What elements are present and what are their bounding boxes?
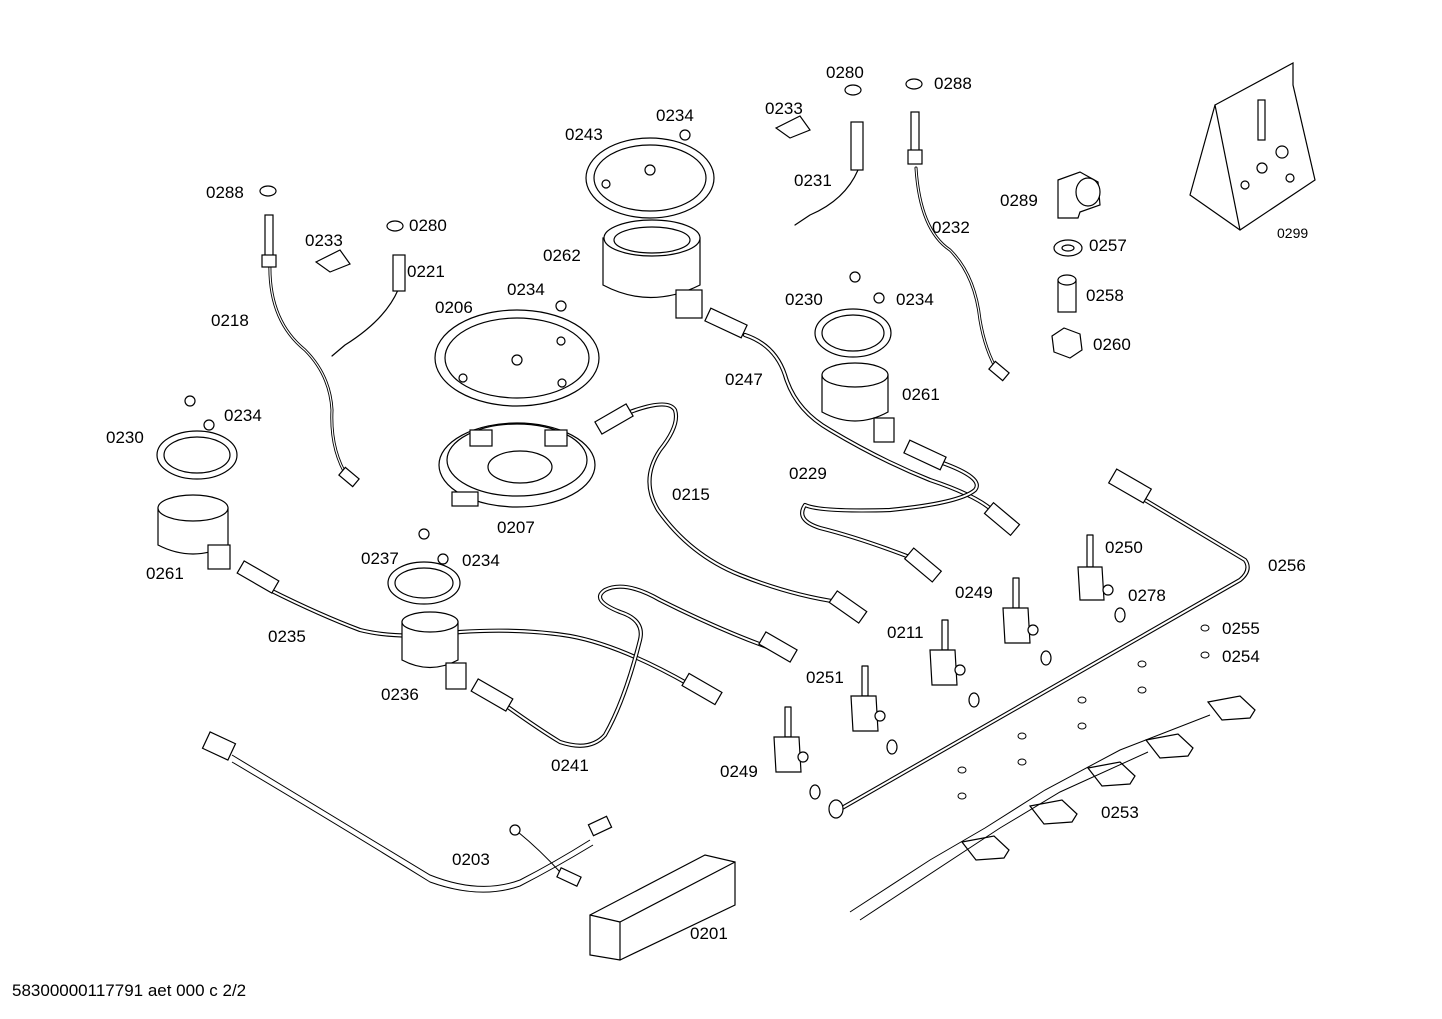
label-0288-left: 0288 bbox=[206, 183, 244, 202]
burner-bodies bbox=[157, 219, 895, 690]
thermocouples bbox=[261, 111, 1010, 488]
label-0257: 0257 bbox=[1089, 236, 1127, 255]
label-0234-low: 0234 bbox=[462, 551, 500, 570]
label-0229: 0229 bbox=[789, 464, 827, 483]
label-0234-left: 0234 bbox=[224, 406, 262, 425]
label-0247: 0247 bbox=[725, 370, 763, 389]
gas-pipes bbox=[267, 332, 1250, 815]
valve-0211 bbox=[929, 619, 966, 686]
small-hardware bbox=[184, 78, 923, 565]
label-0260: 0260 bbox=[1093, 335, 1131, 354]
label-0232: 0232 bbox=[932, 218, 970, 237]
valve-0249-left bbox=[773, 706, 809, 773]
ignition-module-0253 bbox=[849, 624, 1256, 921]
label-0243: 0243 bbox=[565, 125, 603, 144]
label-0230-left: 0230 bbox=[106, 428, 144, 447]
label-0230-right: 0230 bbox=[785, 290, 823, 309]
drawing-number: 58300000117791 aet 000 c 2/2 bbox=[12, 981, 247, 1000]
label-0206: 0206 bbox=[435, 298, 473, 317]
pipe-fittings bbox=[236, 307, 1153, 819]
label-0211: 0211 bbox=[887, 623, 924, 642]
label-0221: 0221 bbox=[407, 262, 445, 281]
label-0288-top: 0288 bbox=[934, 74, 972, 93]
label-0201: 0201 bbox=[690, 924, 728, 943]
label-0254: 0254 bbox=[1222, 647, 1260, 666]
label-0253: 0253 bbox=[1101, 803, 1139, 822]
label-0250: 0250 bbox=[1105, 538, 1143, 557]
label-0280-left: 0280 bbox=[409, 216, 447, 235]
label-0289: 0289 bbox=[1000, 191, 1038, 210]
label-0235: 0235 bbox=[268, 627, 306, 646]
label-0207: 0207 bbox=[497, 518, 535, 537]
wiring-harness-0203 bbox=[201, 731, 613, 893]
label-0237: 0237 bbox=[361, 549, 399, 568]
label-0236: 0236 bbox=[381, 685, 419, 704]
label-0258: 0258 bbox=[1086, 286, 1124, 305]
label-0234-mid: 0234 bbox=[507, 280, 545, 299]
label-0234-right: 0234 bbox=[896, 290, 934, 309]
thermocouple-wires bbox=[268, 166, 1000, 480]
label-0233-left: 0233 bbox=[305, 231, 343, 250]
label-0234-top: 0234 bbox=[656, 106, 694, 125]
gas-valves bbox=[773, 534, 1126, 800]
label-0251: 0251 bbox=[806, 668, 844, 687]
valve-0249-right bbox=[1002, 577, 1039, 644]
label-0299: 0299 bbox=[1277, 225, 1308, 241]
label-0231: 0231 bbox=[794, 171, 832, 190]
label-0261-right: 0261 bbox=[902, 385, 940, 404]
label-0280-top: 0280 bbox=[826, 63, 864, 82]
valve-0251 bbox=[850, 665, 886, 732]
label-0233-top: 0233 bbox=[765, 99, 803, 118]
label-0218: 0218 bbox=[211, 311, 249, 330]
label-0262: 0262 bbox=[543, 246, 581, 265]
inlet-fittings bbox=[1051, 171, 1101, 359]
label-0203: 0203 bbox=[452, 850, 490, 869]
valve-0250 bbox=[1077, 534, 1114, 601]
hardware-bag-0299 bbox=[1189, 61, 1316, 231]
part-labels: 0280 0288 0233 0234 0243 0231 0289 0299 … bbox=[106, 63, 1308, 943]
burner-rings bbox=[156, 137, 892, 605]
label-0278: 0278 bbox=[1128, 586, 1166, 605]
control-panel-0201 bbox=[589, 854, 736, 961]
label-0256: 0256 bbox=[1268, 556, 1306, 575]
label-0215: 0215 bbox=[672, 485, 710, 504]
label-0249-left: 0249 bbox=[720, 762, 758, 781]
label-0255: 0255 bbox=[1222, 619, 1260, 638]
label-0249-right: 0249 bbox=[955, 583, 993, 602]
label-0261-left: 0261 bbox=[146, 564, 184, 583]
label-0241: 0241 bbox=[551, 756, 589, 775]
